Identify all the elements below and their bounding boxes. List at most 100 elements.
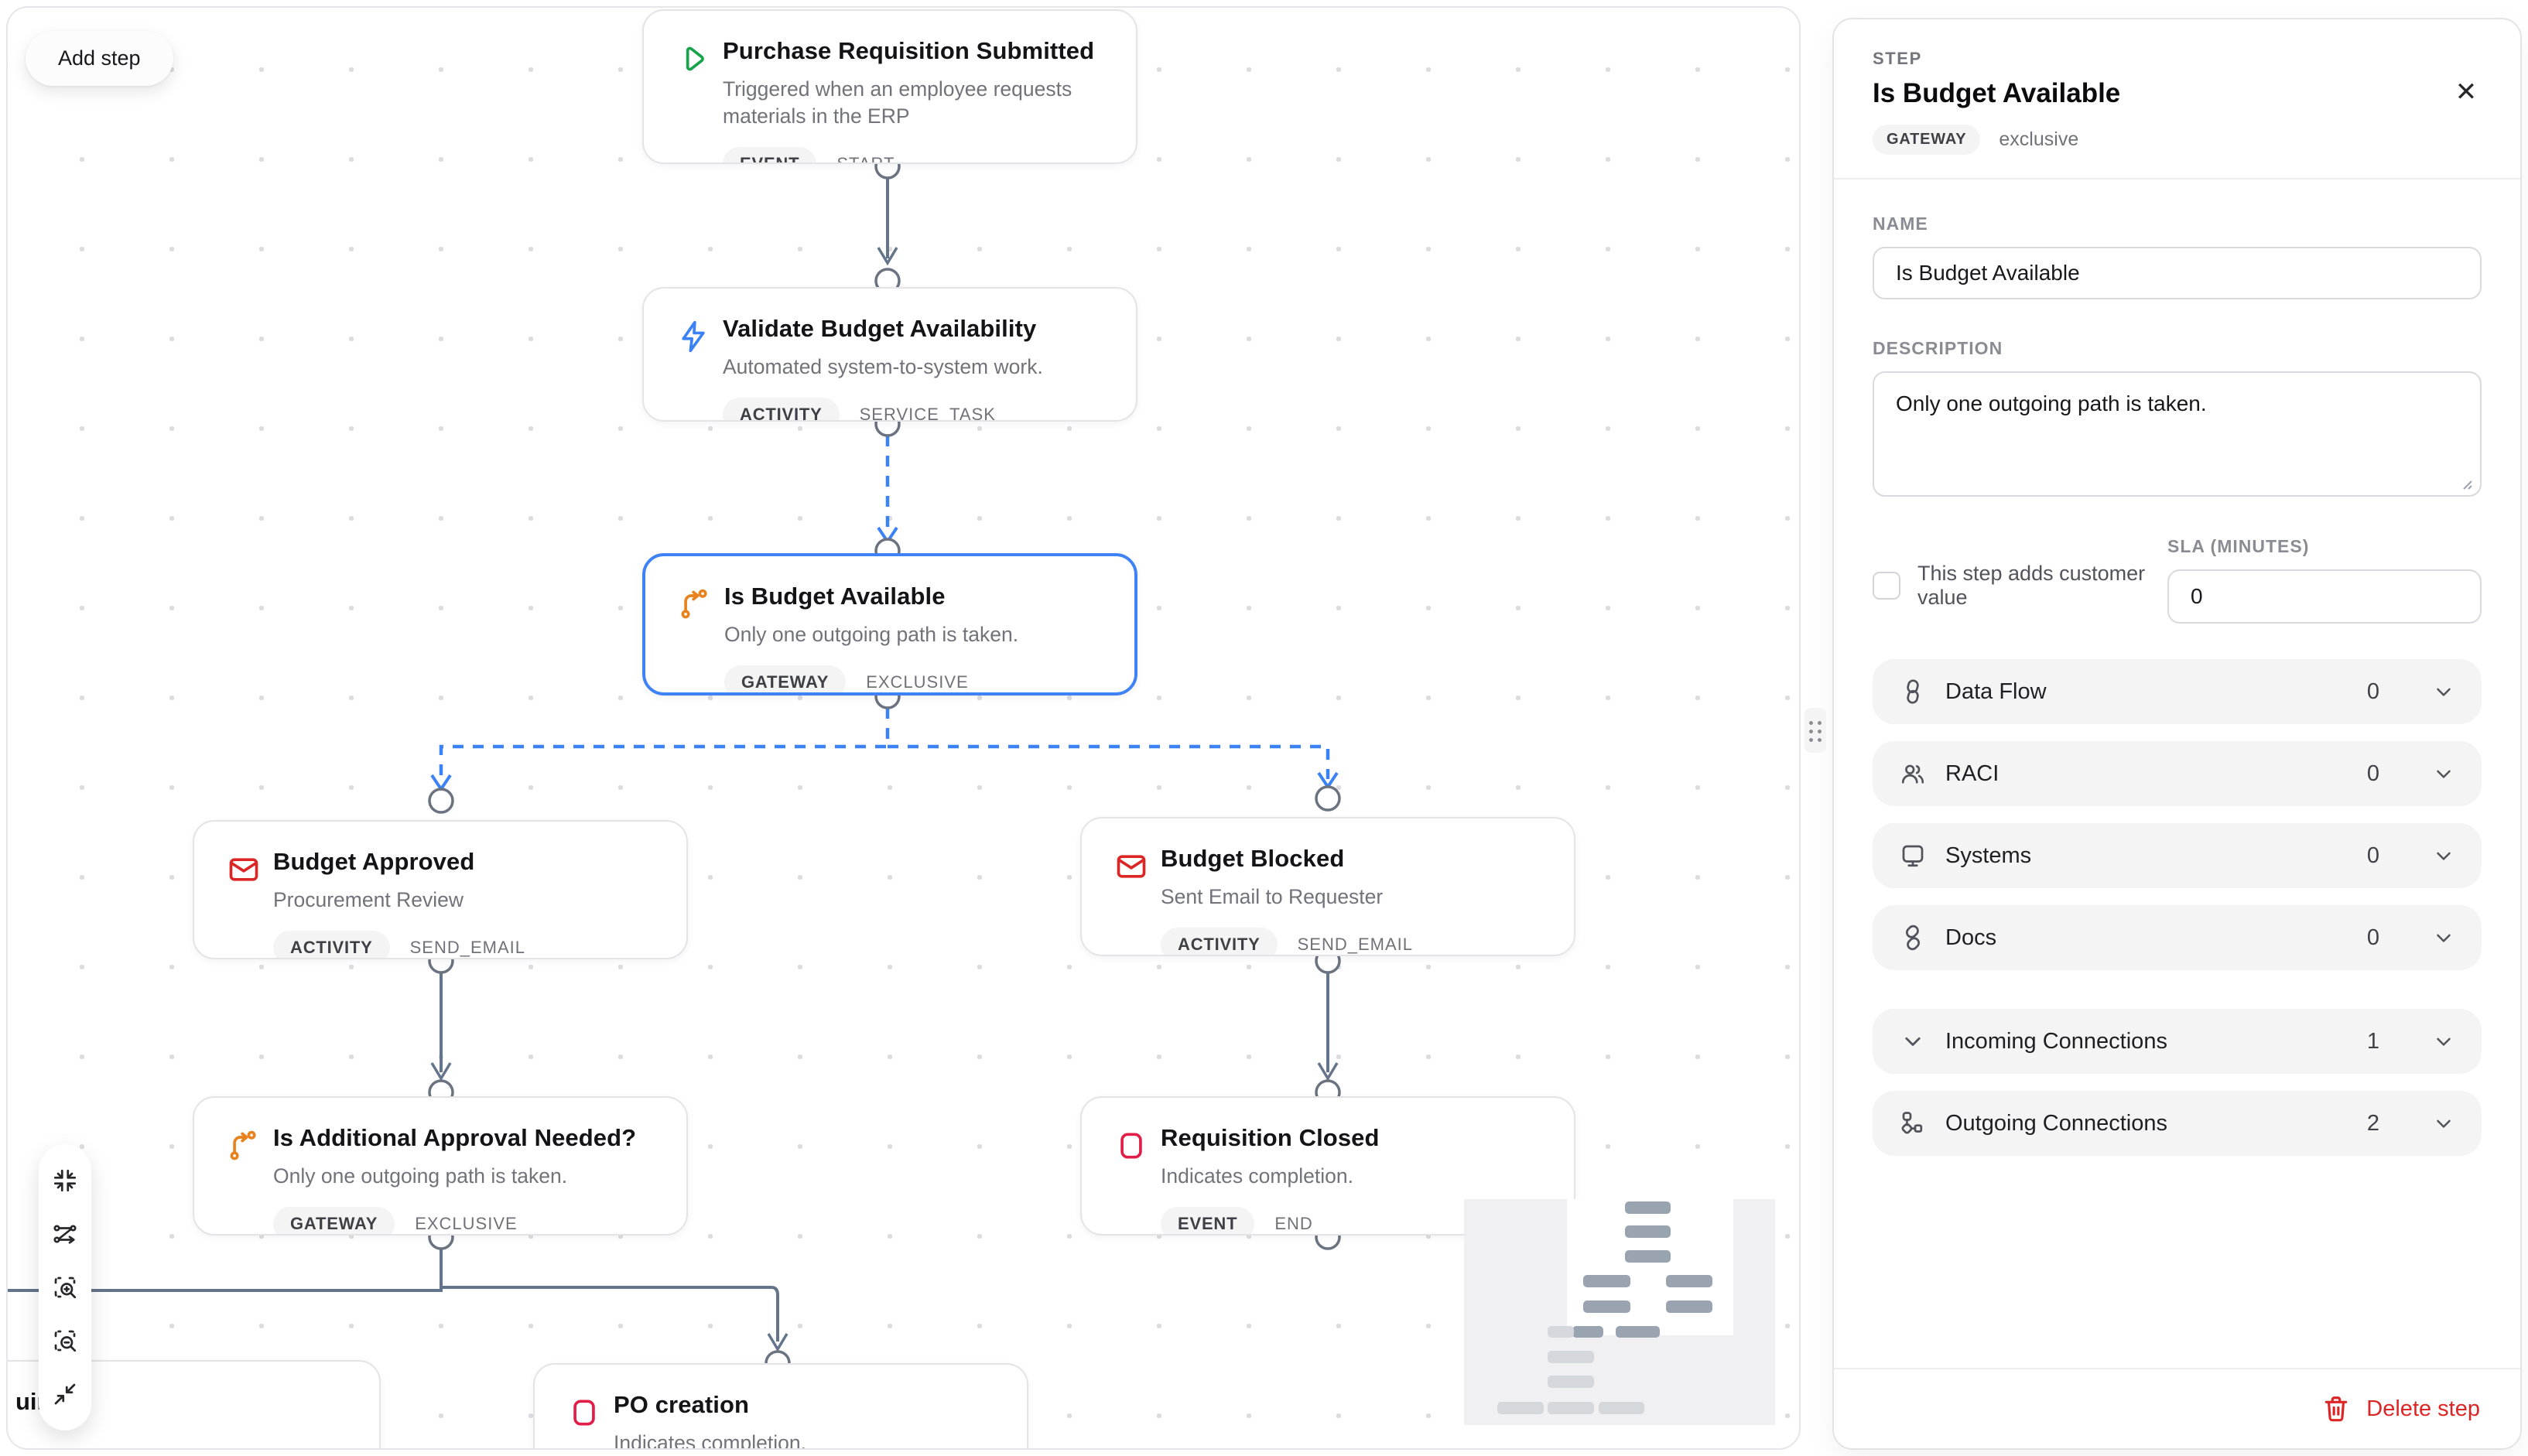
section-raci[interactable]: RACI 0 [1873, 741, 2482, 806]
delete-step-button[interactable]: Delete step [2321, 1394, 2480, 1424]
section-docs[interactable]: Docs 0 [1873, 905, 2482, 970]
node-type-badge: ACTIVITY [273, 930, 390, 958]
section-label: Docs [1945, 925, 1997, 950]
resize-grip-icon[interactable] [2457, 474, 2474, 491]
workflow-icon [1899, 1109, 1927, 1137]
node-title: Budget Approved [273, 848, 475, 875]
section-systems[interactable]: Systems 0 [1873, 823, 2482, 888]
close-icon[interactable]: ✕ [2444, 70, 2488, 114]
node-title: Validate Budget Availability [723, 315, 1037, 342]
node-subtype-badge: SEND_EMAIL [1297, 934, 1414, 954]
connection-label: Outgoing Connections [1945, 1110, 2167, 1136]
add-step-button[interactable]: Add step [26, 31, 173, 86]
auto-layout-icon[interactable] [48, 1217, 82, 1251]
node-is-budget-available[interactable]: Is Budget Available Only one outgoing pa… [642, 553, 1137, 696]
node-description: Sent Email to Requester [1161, 885, 1384, 908]
connection-count: 1 [2366, 1028, 2379, 1054]
play-icon [676, 42, 710, 76]
node-title: Purchase Requisition Submitted [723, 37, 1095, 64]
sla-label: SLA (MINUTES) [2167, 536, 2310, 556]
node-title: PO creation [614, 1391, 750, 1418]
panel-resize-handle[interactable] [1804, 708, 1826, 753]
node-subtype-badge: SERVICE_TASK [859, 404, 996, 422]
section-label: RACI [1945, 760, 1999, 786]
chevron-down-icon [2437, 688, 2451, 696]
users-icon [1899, 760, 1927, 788]
section-count: 0 [2366, 925, 2379, 950]
node-type-badge: ACTIVITY [1161, 927, 1278, 955]
node-type-badge: GATEWAY [724, 665, 847, 692]
chevron-down-icon [1899, 1027, 1927, 1055]
description-label: DESCRIPTION [1873, 338, 2003, 358]
node-type-badge: GATEWAY [273, 1206, 395, 1234]
collapse-icon[interactable] [48, 1377, 82, 1411]
node-title: Is Additional Approval Needed? [273, 1124, 637, 1151]
mail-icon [1114, 849, 1148, 884]
section-count: 0 [2366, 842, 2379, 868]
chevron-down-icon [2437, 770, 2451, 778]
node-po-creation[interactable]: PO creation Indicates completion. [533, 1363, 1028, 1450]
node-type-badge: EVENT [723, 146, 817, 162]
delete-step-label: Delete step [2366, 1396, 2480, 1421]
node-description: Procurement Review [273, 888, 464, 911]
section-accordions: Data Flow 0 RACI 0 [1873, 659, 2482, 970]
node-description: Automated system-to-system work. [723, 355, 1043, 378]
monitor-icon [1899, 842, 1927, 870]
minimap[interactable] [1464, 1199, 1775, 1425]
section-label: Data Flow [1945, 678, 2047, 704]
node-budget-blocked[interactable]: Budget Blocked Sent Email to Requester A… [1080, 817, 1575, 956]
flow-canvas[interactable]: Purchase Requisition Submitted Triggered… [6, 6, 1801, 1450]
node-is-additional-approval-needed[interactable]: Is Additional Approval Needed? Only one … [193, 1096, 688, 1236]
node-title: Is Budget Available [724, 583, 946, 610]
outgoing-connections[interactable]: Outgoing Connections 2 [1873, 1091, 2482, 1156]
incoming-connections[interactable]: Incoming Connections 1 [1873, 1009, 2482, 1074]
trash-icon [2325, 1396, 2348, 1422]
fit-view-icon[interactable] [48, 1164, 82, 1198]
chevron-down-icon [2437, 1119, 2451, 1128]
branch-icon [678, 587, 712, 621]
step-type-badge: GATEWAY [1873, 125, 1981, 155]
customer-value-label: This step adds customer value [1917, 562, 2146, 609]
chevron-down-icon [2437, 934, 2451, 942]
connection-label: Incoming Connections [1945, 1028, 2167, 1054]
connection-count: 2 [2366, 1110, 2379, 1136]
node-budget-approved[interactable]: Budget Approved Procurement Review ACTIV… [193, 820, 688, 959]
node-subtype-badge: SEND_EMAIL [409, 937, 526, 957]
node-description: Triggered when an employee requests mate… [723, 77, 1072, 128]
section-count: 0 [2366, 760, 2379, 786]
chevron-down-icon [2437, 852, 2451, 860]
link-icon [1899, 924, 1927, 952]
node-type-badge: ACTIVITY [723, 397, 840, 420]
node-validate-budget-availability[interactable]: Validate Budget Availability Automated s… [642, 287, 1137, 422]
mail-icon [227, 853, 261, 887]
canvas-toolbar [39, 1144, 91, 1430]
stop-icon [567, 1396, 601, 1430]
minimap-viewport [1567, 1199, 1733, 1335]
step-detail-panel: STEP Is Budget Available GATEWAY exclusi… [1832, 18, 2522, 1450]
node-type-badge: EVENT [1161, 1206, 1255, 1234]
name-input[interactable] [1873, 247, 2482, 299]
section-data-flow[interactable]: Data Flow 0 [1873, 659, 2482, 724]
node-title: Budget Blocked [1161, 845, 1345, 872]
node-title: Requisition Closed [1161, 1124, 1380, 1151]
stop-icon [1114, 1129, 1148, 1163]
connection-accordions: Incoming Connections 1 Outgoing Connect [1873, 1009, 2482, 1156]
divider [1834, 178, 2520, 179]
zoom-in-area-icon[interactable] [48, 1270, 82, 1304]
section-count: 0 [2366, 678, 2379, 704]
sla-input[interactable] [2167, 569, 2482, 624]
chevron-down-icon [2437, 1037, 2451, 1046]
customer-value-checkbox[interactable] [1873, 572, 1900, 600]
node-description: Indicates completion. [1161, 1164, 1353, 1188]
panel-title: Is Budget Available [1873, 78, 2121, 108]
zoom-out-area-icon[interactable] [48, 1324, 82, 1358]
node-purchase-requisition-submitted[interactable]: Purchase Requisition Submitted Triggered… [642, 9, 1137, 164]
node-subtype-badge: EXCLUSIVE [866, 672, 969, 692]
step-subtype-label: exclusive [1999, 128, 2079, 150]
panel-kicker: STEP [1873, 49, 1922, 68]
description-textarea[interactable]: Only one outgoing path is taken. [1873, 371, 2482, 497]
node-subtype-badge: END [1274, 1213, 1313, 1233]
zap-icon [676, 320, 710, 354]
node-description: Indicates completion. [614, 1431, 806, 1450]
